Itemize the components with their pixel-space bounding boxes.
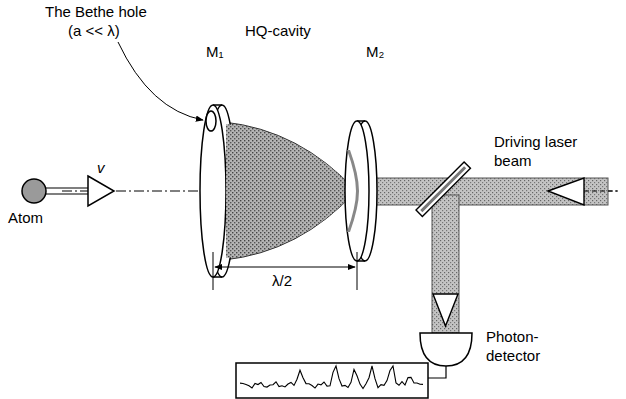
driving-arrow xyxy=(548,178,584,205)
spectrum-trace xyxy=(240,366,423,388)
callout-label: The Bethe hole xyxy=(45,2,147,21)
cavity-field xyxy=(224,122,356,260)
part-label: Photon- detector xyxy=(486,327,556,365)
mirror-m2 xyxy=(345,121,377,261)
signal-wire xyxy=(428,366,446,378)
laser-beam xyxy=(360,178,608,205)
part-label: M₁ xyxy=(206,42,224,61)
bethe-hole xyxy=(206,111,216,131)
reflected-beam xyxy=(432,195,459,333)
photodetector-symbol xyxy=(420,333,472,366)
dimension-label: λ/2 xyxy=(272,271,292,290)
part-label: Atom xyxy=(8,208,43,227)
callout-label: (a << λ) xyxy=(68,21,120,40)
beam-splitter xyxy=(416,162,470,216)
part-label: HQ-cavity xyxy=(245,21,311,40)
atom-symbol xyxy=(22,176,114,206)
dimension-line xyxy=(213,252,357,290)
part-label: M₂ xyxy=(366,42,384,61)
spectrum-display xyxy=(236,363,428,398)
leader-line xyxy=(118,42,203,120)
part-label: Driving laser beam xyxy=(494,132,578,170)
symbol-label: v xyxy=(97,158,105,177)
detection-arrow xyxy=(433,294,458,326)
